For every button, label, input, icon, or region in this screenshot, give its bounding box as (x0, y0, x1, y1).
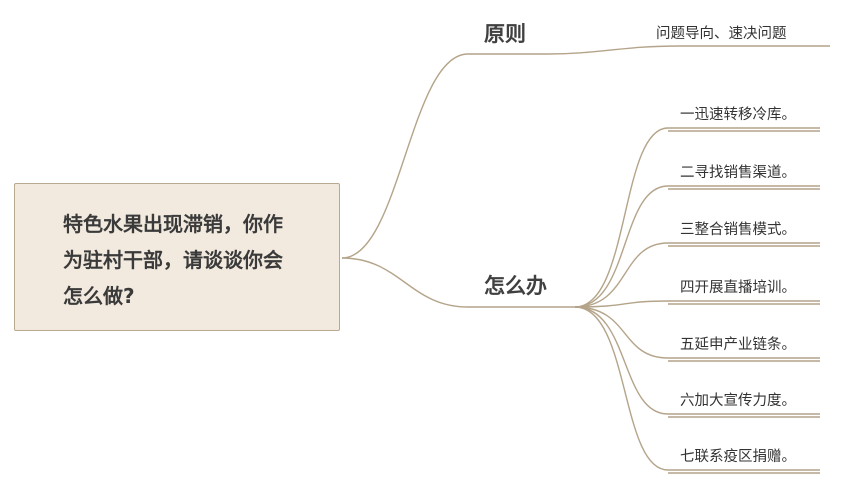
how-leaf-7[interactable]: 七联系疫区捐赠。 (680, 449, 796, 465)
how-leaf-2[interactable]: 二寻找销售渠道。 (680, 165, 796, 181)
how-leaf-6[interactable]: 六加大宣传力度。 (680, 393, 796, 409)
leaf-connector (574, 127, 820, 308)
leaf-connector (574, 306, 820, 362)
leaf-connector (574, 306, 820, 474)
root-topic[interactable]: 特色水果出现滞销，你作为驻村干部，请谈谈你会怎么做? (14, 183, 340, 331)
branch-how[interactable]: 怎么办 (484, 274, 547, 298)
leaf-connector (574, 300, 820, 308)
how-leaf-1[interactable]: 一迅速转移冷库。 (680, 107, 796, 123)
leaf-connector (574, 242, 820, 308)
root-topic-text: 特色水果出现滞销，你作为驻村干部，请谈谈你会怎么做? (63, 212, 283, 308)
principle-leaf[interactable]: 问题导向、速决问题 (656, 26, 787, 42)
how-leaf-4[interactable]: 四开展直播培训。 (680, 280, 796, 296)
leaf-connector (574, 306, 820, 418)
how-leaf-5[interactable]: 五延申产业链条。 (680, 337, 796, 353)
how-leaf-3[interactable]: 三整合销售模式。 (680, 222, 796, 238)
leaf-connector (574, 185, 820, 308)
branch-principle[interactable]: 原则 (484, 22, 526, 46)
